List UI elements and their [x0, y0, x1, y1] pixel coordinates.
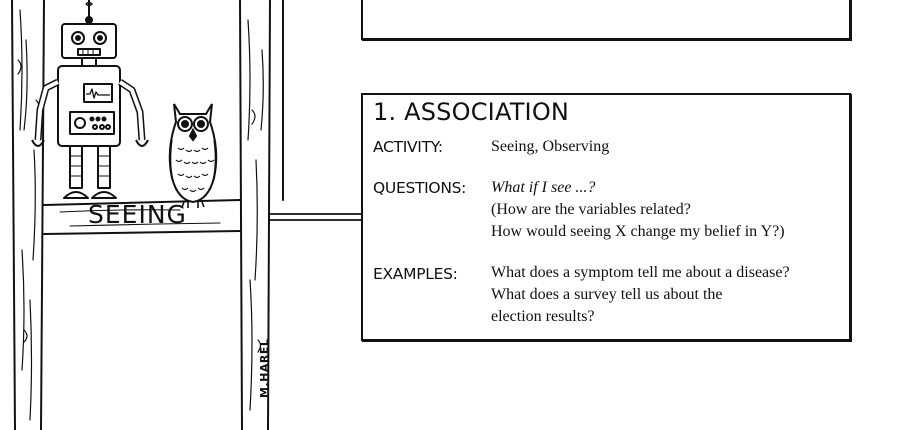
examples-label: EXAMPLES:: [373, 265, 458, 283]
ladder-left-rail: [11, 0, 45, 430]
upper-level-box: [361, 0, 851, 40]
connector-line: [269, 213, 362, 221]
ladder-right-rail: [239, 0, 271, 430]
artist-signature: M.HAREL: [258, 338, 271, 398]
association-title: 1. ASSOCIATION: [373, 98, 570, 126]
owl-figure: [168, 103, 218, 208]
robot-figure: [31, 0, 149, 199]
question-line: (How are the variables related?: [491, 201, 691, 218]
questions-label: QUESTIONS:: [373, 179, 467, 197]
rung-label-seeing: SEEING: [88, 200, 187, 229]
questions-text: What if I see ...? (How are the variable…: [491, 177, 785, 243]
ladder-rung: [43, 199, 241, 235]
question-line: How would seeing X change my belief in Y…: [491, 223, 785, 240]
example-line: election results?: [491, 308, 595, 325]
question-line: What if I see ...?: [491, 179, 596, 196]
example-line: What does a symptom tell me about a dise…: [491, 264, 790, 281]
activity-value: Seeing, Observing: [491, 138, 610, 155]
examples-text: What does a symptom tell me about a dise…: [491, 262, 790, 328]
activity-label: ACTIVITY:: [373, 138, 443, 156]
example-line: What does a survey tell us about the: [491, 286, 723, 303]
association-box: 1. ASSOCIATION ACTIVITY: Seeing, Observi…: [361, 93, 851, 341]
